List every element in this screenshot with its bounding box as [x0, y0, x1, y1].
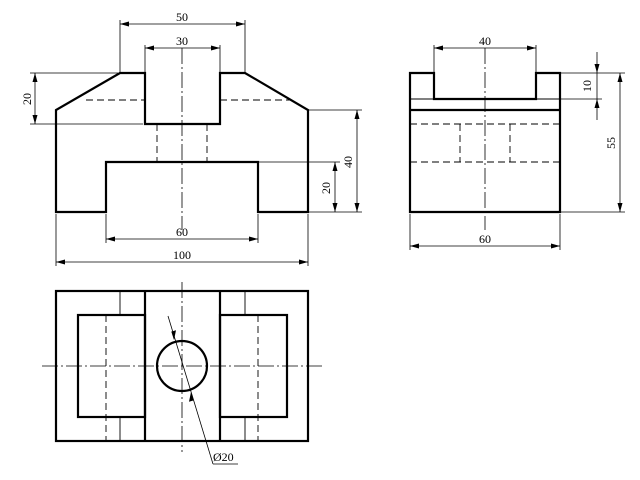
dimension-arrow — [189, 392, 194, 402]
front-view: 50 30 20 40 20 60 — [20, 10, 362, 266]
dimension-arrow — [594, 64, 600, 73]
dimension-arrow — [617, 73, 623, 82]
leader-line — [167, 315, 214, 465]
dimension-arrow — [354, 110, 360, 119]
dimension-arrow — [332, 203, 338, 212]
dim-side-bottom-width: 60 — [479, 232, 491, 246]
top-view: Ø20 — [42, 282, 322, 465]
dim-top-hole-diameter: Ø20 — [213, 450, 234, 464]
dim-front-right-height: 40 — [341, 156, 355, 168]
dim-front-right-inner: 20 — [319, 182, 333, 194]
dim-side-right-height: 55 — [604, 137, 618, 149]
dimension-arrow — [551, 243, 560, 249]
dimension-arrow — [56, 259, 65, 265]
front-view-outline — [54, 71, 310, 214]
dimension-arrow — [527, 45, 536, 51]
dimension-arrow — [299, 259, 308, 265]
dim-front-left-height: 20 — [20, 93, 34, 105]
dimension-arrow — [106, 236, 115, 242]
dimension-arrow — [434, 45, 443, 51]
dimension-arrow — [120, 21, 129, 27]
dimension-arrow — [211, 45, 220, 51]
dimension-arrow — [32, 73, 38, 82]
dimension-arrow — [236, 21, 245, 27]
dimension-arrow — [32, 115, 38, 124]
dimension-arrow — [617, 203, 623, 212]
dim-front-bottom-slot: 60 — [176, 225, 188, 239]
dimension-arrow — [410, 243, 419, 249]
dimension-arrow — [332, 162, 338, 171]
side-view: 40 10 55 60 — [408, 34, 625, 250]
dimension-arrow — [171, 330, 176, 340]
dimension-arrow — [249, 236, 258, 242]
dim-side-right-small: 10 — [580, 80, 594, 92]
side-view-outline — [408, 71, 562, 214]
dim-front-overall-width: 100 — [173, 248, 191, 262]
dimension-arrow — [354, 203, 360, 212]
dimension-arrow — [145, 45, 154, 51]
dim-side-top-width: 40 — [479, 34, 491, 48]
dim-front-top-inner: 30 — [176, 34, 188, 48]
dim-front-top-outer: 50 — [176, 10, 188, 24]
dimension-arrow — [594, 99, 600, 108]
